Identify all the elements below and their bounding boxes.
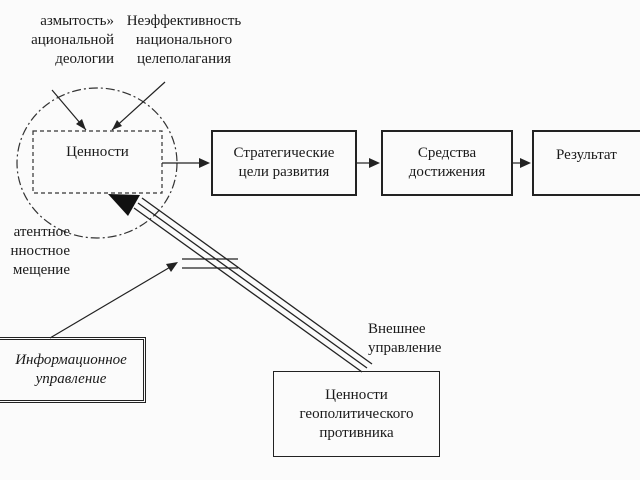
box-values: Ценности (66, 144, 129, 160)
box-result: Результат (532, 130, 640, 196)
box-info-label: Информационное управление (15, 352, 127, 387)
box-info: Информационное управление (0, 337, 146, 403)
external-control-triple-arrow (133, 197, 373, 373)
arrowhead (112, 120, 122, 130)
arrowhead (76, 119, 86, 130)
values-ellipse (16, 87, 178, 239)
arrowhead (520, 158, 531, 168)
label-inefficiency: Неэффективность национального целеполага… (126, 13, 242, 67)
big-arrowhead (108, 194, 140, 216)
values-dashed-box (32, 130, 163, 194)
box-strategic: Стратегические цели развития (211, 130, 357, 196)
box-means-label: Средства достижения (408, 145, 486, 180)
arrowhead (369, 158, 380, 168)
label-latent: атентное нностное мещение (10, 224, 70, 278)
arrowhead (199, 158, 210, 168)
arrow-inefficiency-to-values (111, 81, 166, 131)
box-result-label: Результат (556, 147, 617, 163)
label-blur: азмытость» ациональной деологии (31, 13, 114, 67)
box-opponent-label: Ценности геополитического противника (299, 386, 414, 441)
arrowhead (166, 262, 178, 272)
box-opponent: Ценности геополитического противника (273, 371, 440, 457)
box-means: Средства достижения (381, 130, 513, 196)
arrow-info-to-gap (49, 265, 173, 339)
label-external: Внешнее управление (368, 321, 442, 356)
box-strategic-label: Стратегические цели развития (233, 145, 335, 180)
